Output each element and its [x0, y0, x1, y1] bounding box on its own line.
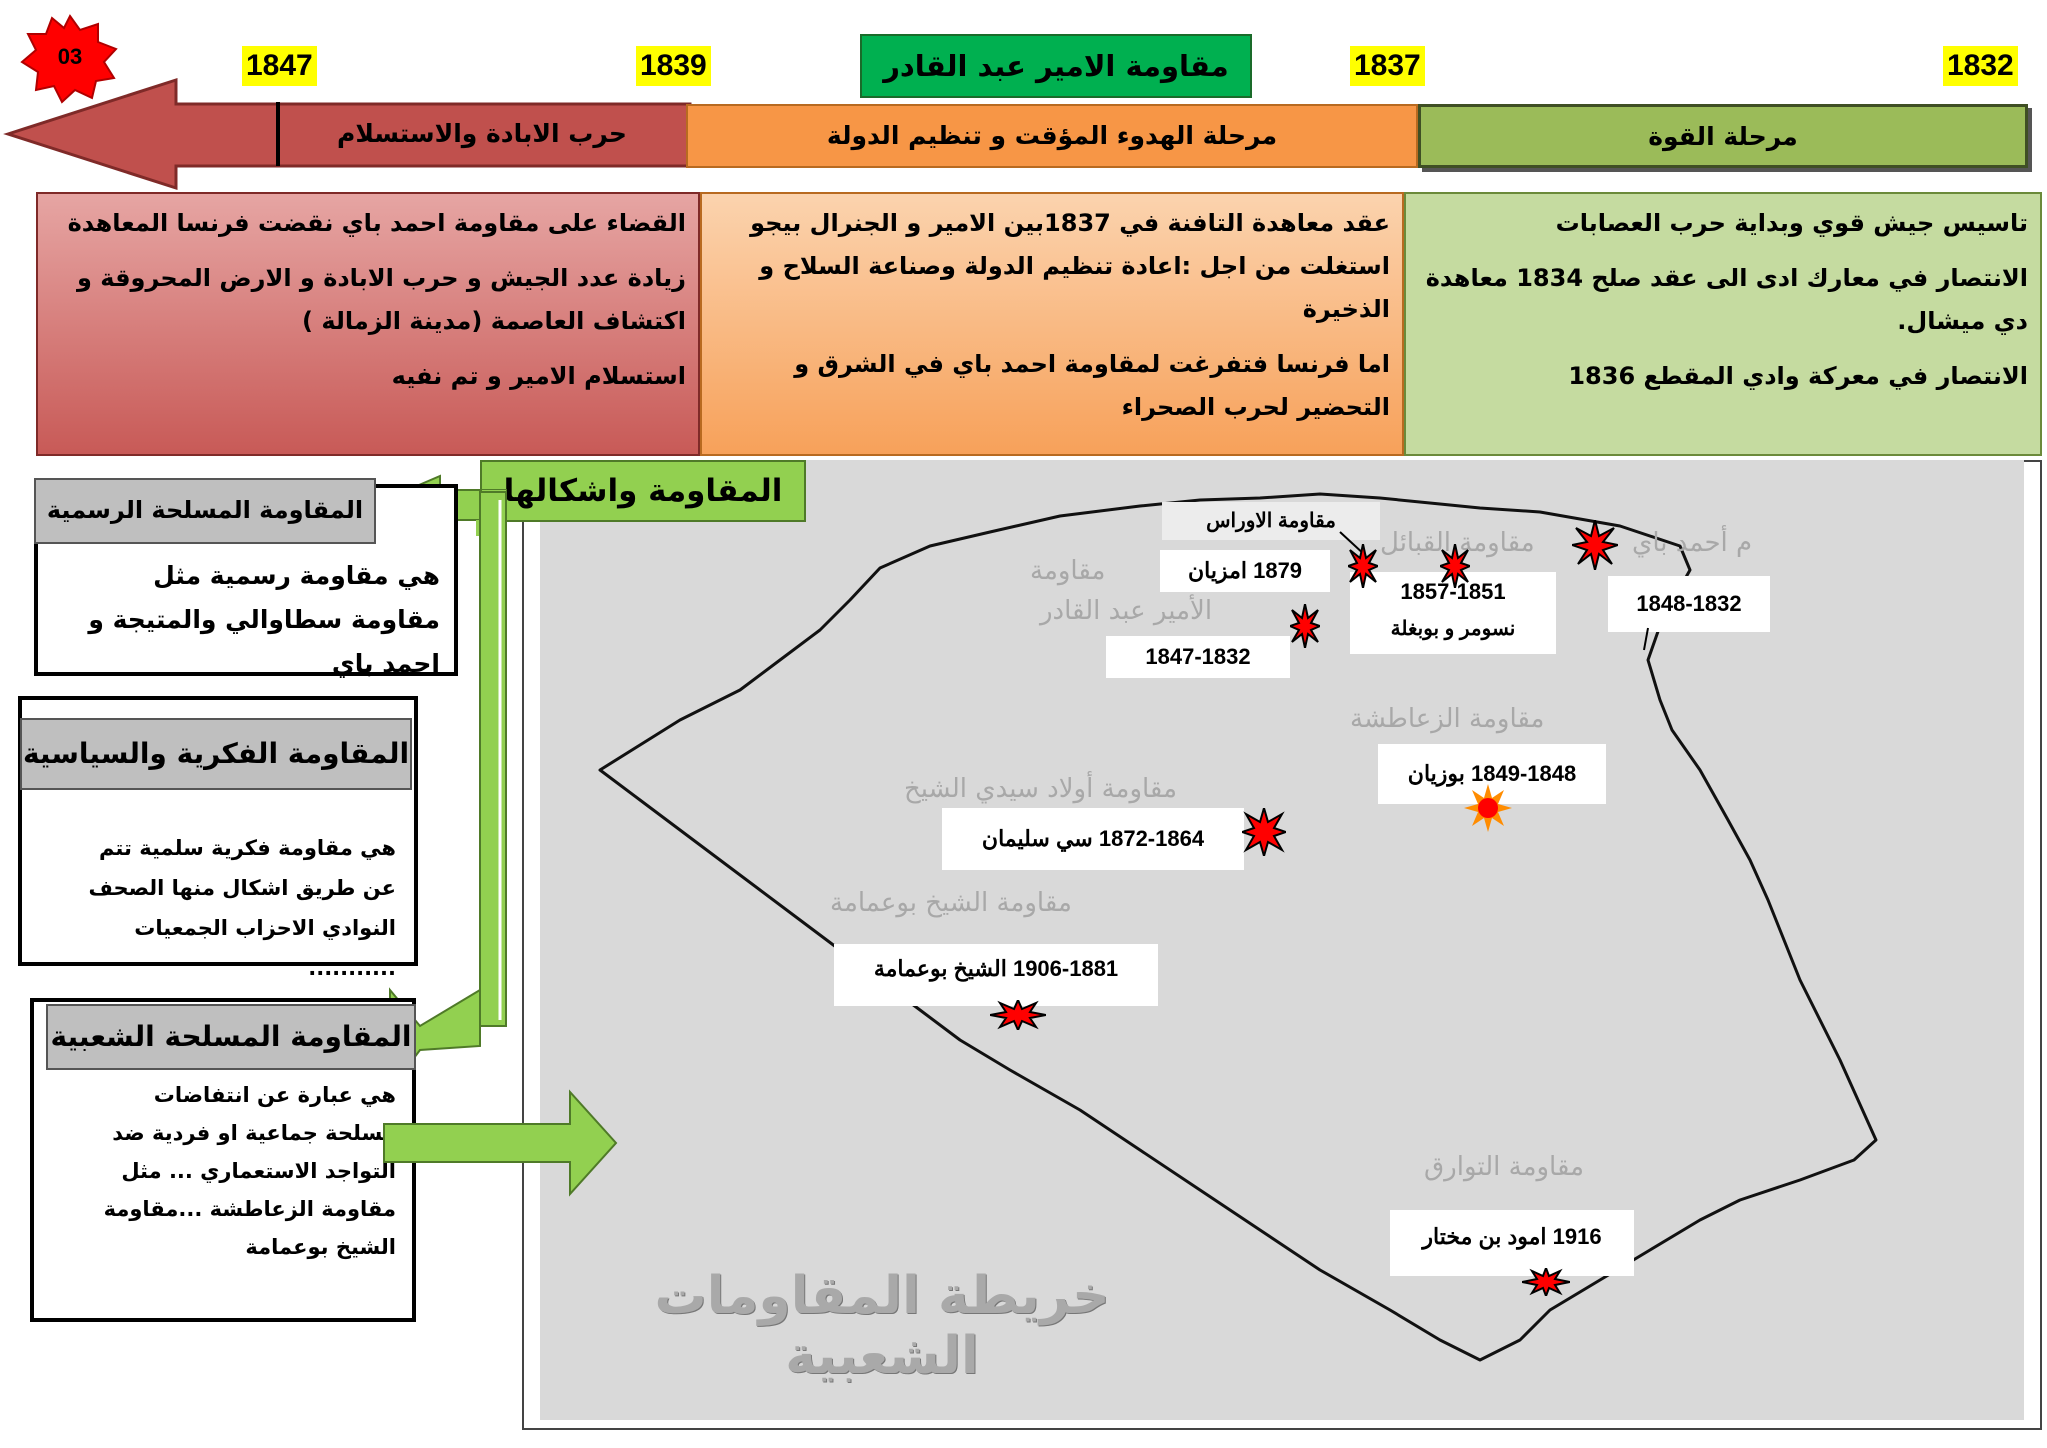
desc-strength-line-1: تاسيس جيش قوي وبداية حرب العصابات: [1555, 209, 2028, 237]
year-1839: 1839: [636, 46, 711, 86]
phase-calm-label: مرحلة الهدوء المؤقت و تنظيم الدولة: [826, 121, 1278, 150]
ghost-label-emir-2: الأمير عبد القادر: [1040, 596, 1213, 626]
desc-war: القضاء على مقاومة احمد باي نقضت فرنسا ال…: [36, 192, 700, 456]
phase-strength-label: مرحلة القوة: [1648, 122, 1798, 151]
intellectual-resistance-title: المقاومة الفكرية والسياسية: [20, 718, 412, 790]
official-resistance-title: المقاومة المسلحة الرسمية: [34, 478, 376, 544]
ghost-label-emir-1: مقاومة: [1030, 556, 1106, 586]
marker-kabylie: [1572, 520, 1618, 570]
ghost-label-bouamama: مقاومة الشيخ بوعمامة: [830, 888, 1072, 918]
ghost-label-ahmed-bey: م أحمد باي: [1632, 528, 1753, 558]
map-title: خريطة المقاومات الشعبية: [654, 1266, 1110, 1386]
popular-resistance-text-content: هي عبارة عن انتفاضات مسلحة جماعية او فرد…: [103, 1083, 396, 1259]
forms-header: المقاومة واشكالها: [480, 460, 806, 522]
map-label-kabylie-years: 1857-1851 نسومر و بوبغلة: [1350, 572, 1556, 654]
official-resistance-title-text: المقاومة المسلحة الرسمية: [46, 496, 364, 524]
marker-aures: [1348, 544, 1378, 588]
badge-number: 03: [57, 44, 83, 69]
desc-calm-line-1: عقد معاهدة التافنة في 1837بين الامير و ا…: [750, 209, 1390, 323]
year-1837: 1837: [1350, 46, 1425, 86]
popular-to-map-arrow: [383, 1089, 618, 1197]
phase-war-label: حرب الابادة والاستسلام: [337, 119, 627, 148]
algeria-map: [598, 492, 1878, 1362]
desc-calm: عقد معاهدة التافنة في 1837بين الامير و ا…: [700, 192, 1404, 456]
desc-strength: تاسيس جيش قوي وبداية حرب العصابات الانتص…: [1404, 192, 2042, 456]
popular-resistance-title-text: المقاومة المسلحة الشعبية: [50, 1020, 412, 1053]
year-1847: 1847: [242, 46, 317, 86]
year-1832: 1832: [1943, 46, 2018, 86]
page-title: مقاومة الامير عبد القادر: [860, 34, 1252, 98]
ghost-label-tuareg: مقاومة التوارق: [1424, 1152, 1585, 1182]
aures-label: مقاومة الاوراس: [1162, 502, 1380, 540]
desc-calm-line-2: اما فرنسا فتفرغت لمقاومة احمد باي في الش…: [794, 350, 1390, 421]
ghost-label-zaatcha: مقاومة الزعاطشة: [1350, 704, 1545, 734]
map-label-ahmed-bey-years: 1848-1832: [1608, 576, 1770, 632]
map-label-kabylie-names: نسومر و بوبغلة: [1390, 618, 1516, 640]
marker-tuareg: [1522, 1268, 1570, 1296]
marker-zaatcha: [1464, 784, 1512, 832]
map-label-zaatcha-years: 1849-1848 بوزيان: [1378, 744, 1606, 804]
desc-war-line-3: استسلام الامير و تم نفيه: [391, 362, 686, 390]
desc-strength-line-2: الانتصار في معارك ادى الى عقد صلح 1834 م…: [1425, 264, 2028, 335]
desc-war-line-2: زيادة عدد الجيش و حرب الابادة و الارض ال…: [77, 264, 686, 335]
desc-war-line-1: القضاء على مقاومة احمد باي نقضت فرنسا ال…: [67, 209, 686, 237]
intellectual-resistance-text: هي مقاومة فكرية سلمية تتم عن طريق اشكال …: [88, 836, 396, 980]
popular-resistance-text-block: هي عبارة عن انتفاضات مسلحة جماعية او فرد…: [100, 1076, 396, 1266]
intellectual-resistance-title-text: المقاومة الفكرية والسياسية: [22, 737, 410, 770]
desc-strength-line-3: الانتصار في معركة وادي المقطع 1836: [1568, 362, 2028, 390]
map-label-amziane: 1879 امزيان: [1160, 550, 1330, 592]
star-badge-icon: [20, 14, 118, 104]
marker-emir: [1290, 604, 1320, 648]
marker-kabylie-2: [1440, 544, 1470, 588]
marker-bouamama: [990, 1000, 1046, 1030]
phase-strength: مرحلة القوة: [1418, 104, 2028, 168]
phase-calm: مرحلة الهدوء المؤقت و تنظيم الدولة: [686, 104, 1418, 168]
forms-header-label: المقاومة واشكالها: [503, 473, 783, 509]
ghost-label-ouled-sidi-cheikh: مقاومة أولاد سيدي الشيخ: [904, 774, 1177, 804]
map-label-bouamama-years: 1906-1881 الشيخ بوعمامة: [834, 944, 1158, 1006]
ahmed-bey-pointer: [1643, 627, 1649, 651]
map-label-emir-years: 1847-1832: [1106, 636, 1290, 678]
map-label-ouled-sidi-cheikh-years: 1872-1864 سي سليمان: [942, 808, 1244, 870]
official-resistance-text: هي مقاومة رسمية مثل مقاومة سطاوالي والمت…: [88, 561, 440, 678]
page-number-badge: 03: [20, 14, 120, 104]
popular-resistance-title: المقاومة المسلحة الشعبية: [46, 1004, 416, 1070]
marker-ouled-sidi-cheikh: [1242, 808, 1286, 856]
map-label-tuareg-years: 1916 امود بن مختار: [1390, 1210, 1634, 1276]
